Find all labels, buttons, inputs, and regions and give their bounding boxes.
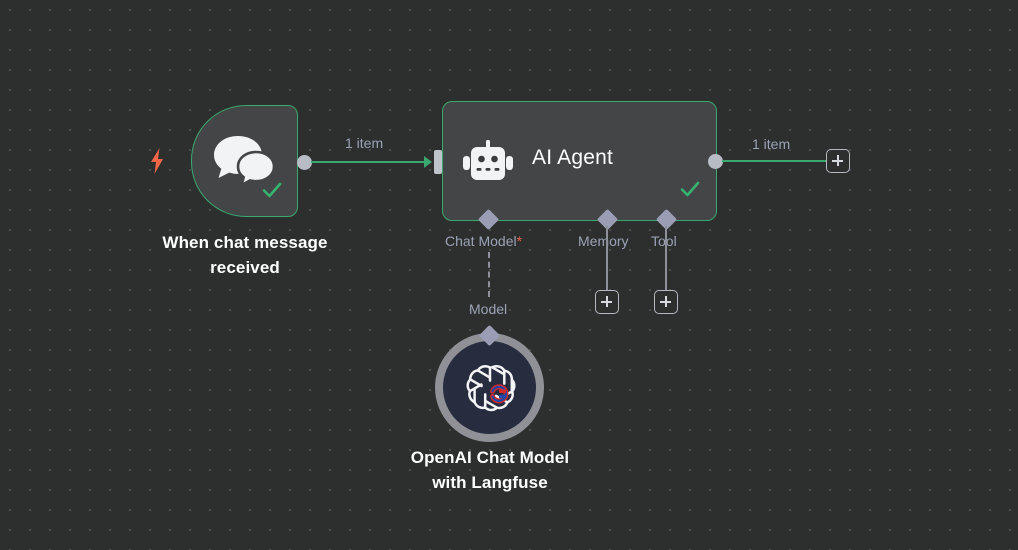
connection-agent-to-add[interactable]	[722, 160, 826, 162]
sub-connection-chat-model[interactable]	[488, 252, 490, 297]
robot-icon	[463, 140, 513, 184]
add-node-button-tool[interactable]	[654, 290, 678, 314]
node-title-trigger: When chat message received	[162, 233, 328, 277]
sub-port-label-chat-model: Chat Model*	[445, 233, 522, 249]
connection-label-agent-to-add: 1 item	[752, 136, 791, 152]
sub-port-label-chat-model-text: Chat Model	[445, 233, 517, 249]
sub-port-label-memory: Memory	[578, 233, 629, 249]
sub-stem-memory	[606, 226, 608, 291]
required-asterisk: *	[516, 233, 523, 249]
model-node-inner	[443, 341, 536, 434]
chat-bubbles-icon	[212, 134, 278, 190]
connection-trigger-to-agent[interactable]	[311, 161, 427, 163]
connection-label-trigger-to-agent: 1 item	[345, 135, 384, 151]
connection-arrow-trigger-to-agent	[424, 156, 432, 168]
node-openai-chat-model[interactable]	[435, 333, 544, 442]
node-label-ai-agent: AI Agent	[532, 146, 613, 169]
lightning-bolt-icon	[148, 148, 166, 174]
openai-logo-icon	[464, 361, 516, 413]
add-node-button-main[interactable]	[826, 149, 850, 173]
node-title-openai-chat-model: OpenAI Chat Model with Langfuse	[410, 448, 570, 492]
input-port-agent[interactable]	[434, 150, 442, 174]
output-port-agent[interactable]	[708, 154, 723, 169]
output-port-trigger[interactable]	[297, 155, 312, 170]
add-node-button-memory[interactable]	[595, 290, 619, 314]
sub-connection-label-model: Model	[469, 301, 508, 317]
sub-stem-tool	[665, 226, 667, 291]
status-check-icon-agent	[678, 177, 702, 206]
node-when-chat-message-received[interactable]	[191, 105, 298, 217]
node-ai-agent[interactable]: AI Agent	[442, 101, 717, 221]
sub-port-label-tool: Tool	[651, 233, 677, 249]
